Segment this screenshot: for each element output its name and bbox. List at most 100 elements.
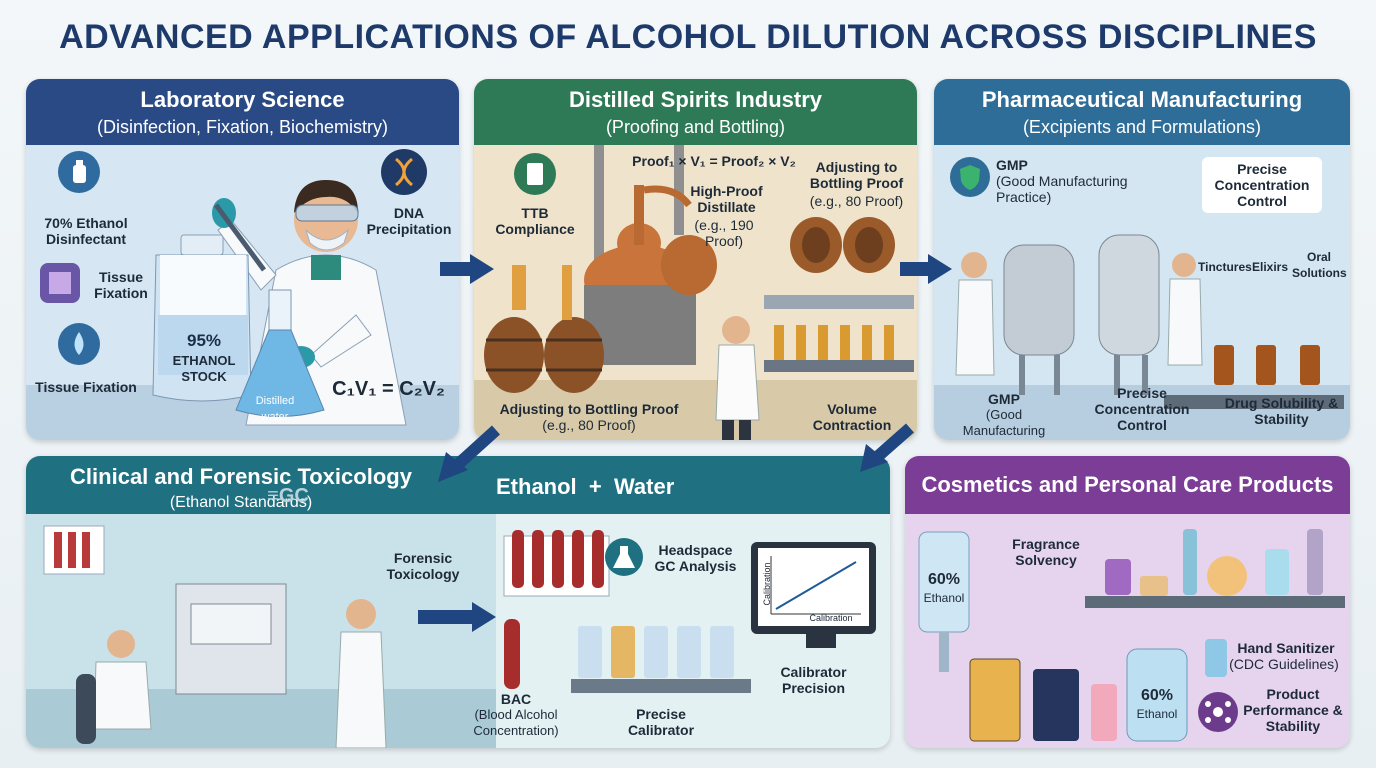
spirits-header: Distilled Spirits Industry (Proofing and… xyxy=(474,79,917,145)
bac-sublabel: (Blood Alcohol Concentration) xyxy=(473,707,559,738)
spirits-scene: TTB Compliance Proof₁ × V₁ = Proof₂ × V₂… xyxy=(474,145,917,440)
sanitizer-bottle-label: Ethanol xyxy=(1136,707,1178,721)
lab-subtitle: (Disinfection, Fixation, Biochemistry) xyxy=(96,117,389,137)
cosmetics-header: Cosmetics and Personal Care Products xyxy=(905,456,1350,514)
calibrator-vials xyxy=(571,626,751,693)
lab-title: Laboratory Science xyxy=(140,87,345,112)
panel-pharmaceutical: Pharmaceutical Manufacturing (Excipients… xyxy=(934,79,1350,440)
adjust-top-label: Adjusting to Bottling Proof xyxy=(809,159,904,191)
headspace-label: Headspace GC Analysis xyxy=(654,542,737,574)
headspace-flask-icon xyxy=(605,538,643,576)
panel-toxicology: Clinical and Forensic Toxicology (Ethano… xyxy=(26,456,890,748)
tissue-fixation-label-1: Tissue Fixation xyxy=(94,269,148,301)
gmp-bottom-label: GMP xyxy=(988,391,1020,407)
pharma-header: Pharmaceutical Manufacturing (Excipients… xyxy=(934,79,1350,145)
sanitizer-sublabel: (CDC Guidelines) xyxy=(1229,656,1339,672)
perfume-bottles xyxy=(969,648,1188,742)
performance-label: Product Performance & Stability xyxy=(1243,686,1343,734)
sanitizer-label: Hand Sanitizer xyxy=(1237,640,1335,656)
lab-scene: 70% Ethanol Disinfectant Tissue Fixation… xyxy=(26,145,459,440)
adjust-bottom-label: Adjusting to Bottling Proof xyxy=(499,401,679,417)
bottle-label-stock: STOCK xyxy=(181,369,227,384)
standing-toxicologist xyxy=(335,599,387,748)
calibration-monitor xyxy=(751,542,876,648)
gmp-top-label: GMP xyxy=(996,157,1028,173)
volume-contraction-label: Volume Contraction xyxy=(812,401,892,433)
adjust-bottom-sublabel: (e.g., 80 Proof) xyxy=(542,417,636,433)
tissue-fixation-label-2: Tissue Fixation xyxy=(35,379,137,395)
disinfectant-spray-icon xyxy=(58,151,100,193)
pharma-scene: GMP (Good Manufacturing Practice) Precis… xyxy=(934,145,1350,440)
panel-laboratory-science: Laboratory Science (Disinfection, Fixati… xyxy=(26,79,459,440)
forensic-label: Forensic Toxicology xyxy=(386,550,460,582)
mixing-tanks xyxy=(1003,234,1160,395)
panel-distilled-spirits: Distilled Spirits Industry (Proofing and… xyxy=(474,79,917,440)
ethanol-water-banner: Ethanol + Water xyxy=(496,474,675,499)
pharma-title: Pharmaceutical Manufacturing xyxy=(981,87,1303,112)
elixirs-label: Elixirs xyxy=(1251,260,1289,274)
calibration-y-axis-label: Calibration xyxy=(762,562,772,606)
spirits-worker xyxy=(715,316,760,440)
precise-bottom-label: Precise Concentration Control xyxy=(1094,385,1190,433)
adjust-top-sublabel: (e.g., 80 Proof) xyxy=(809,193,904,209)
molecule-icon xyxy=(1198,692,1238,732)
tox-illustration xyxy=(26,514,890,748)
dispenser-label: Ethanol xyxy=(923,591,965,605)
bac-label: BAC xyxy=(500,691,532,707)
tinctures-label: Tinctures xyxy=(1198,260,1252,274)
ttb-clipboard-icon xyxy=(514,153,556,195)
ethanol-dispenser-bag xyxy=(918,531,970,672)
dispenser-percent: 60% xyxy=(927,571,961,588)
tissue-fixation-slide-icon xyxy=(40,263,80,303)
gc-logo: ≡GC xyxy=(267,485,309,507)
seated-analyst xyxy=(76,630,152,744)
distilled-water-flask xyxy=(235,289,325,417)
fragrance-label: Fragrance Solvency xyxy=(1012,536,1080,568)
tox-scene: ≡GC Forensic Toxicology Headspace GC Ana… xyxy=(26,486,890,748)
calibrator-precision-label: Calibrator Precision xyxy=(780,664,847,696)
tissue-fixation-drop-icon xyxy=(58,323,100,365)
bac-tube xyxy=(504,619,520,689)
pharma-workers xyxy=(955,252,1203,376)
hand-sanitizer-icon xyxy=(1205,639,1227,677)
barrels-left xyxy=(484,265,604,393)
sanitizer-bottle-percent: 60% xyxy=(1140,687,1174,704)
gmp-top-sublabel: (Good Manufacturing Practice) xyxy=(996,173,1128,205)
tox-header: Clinical and Forensic Toxicology (Ethano… xyxy=(26,456,890,514)
tox-subtitle: (Ethanol Standards) xyxy=(169,494,313,511)
ttb-label: TTB Compliance xyxy=(495,205,575,237)
cosmetics-conveyor xyxy=(1085,529,1345,608)
calibration-x-axis-label: Calibration xyxy=(809,613,853,623)
spirits-subtitle: (Proofing and Bottling) xyxy=(605,117,786,137)
proof-formula: Proof₁ × V₁ = Proof₂ × V₂ xyxy=(632,153,796,169)
drug-solubility-label: Drug Solubility & Stability xyxy=(1224,395,1339,427)
bottle-label-ethanol: ETHANOL xyxy=(172,353,236,368)
lab-formula: C₁V₁ = C₂V₂ xyxy=(332,378,445,400)
ethanol-stock-bottle xyxy=(152,234,252,402)
spirits-illustration xyxy=(474,145,917,440)
cosmetics-scene: 60% Ethanol Fragrance Solvency 60% Ethan… xyxy=(905,514,1350,748)
dna-label: DNA Precipitation xyxy=(366,205,452,237)
high-proof-label: High-Proof Distillate xyxy=(690,183,763,215)
main-title: ADVANCED APPLICATIONS OF ALCOHOL DILUTIO… xyxy=(59,18,1317,56)
gmp-bottom-sublabel: (Good Manufacturing Practice) xyxy=(962,407,1046,440)
cosmetics-title: Cosmetics and Personal Care Products xyxy=(921,472,1334,497)
tox-title: Clinical and Forensic Toxicology xyxy=(70,464,412,489)
spirits-title: Distilled Spirits Industry xyxy=(568,87,823,112)
disinfectant-label: 70% Ethanol Disinfectant xyxy=(44,215,128,247)
high-proof-sublabel: (e.g., 190 Proof) xyxy=(694,217,754,249)
blood-tube-rack xyxy=(503,530,610,597)
bottle-percent: 95% xyxy=(186,331,222,350)
barrels-right xyxy=(790,217,895,273)
gc-instrument xyxy=(175,583,287,695)
precise-top-label: Precise Concentration Control xyxy=(1202,157,1322,213)
lab-illustration xyxy=(26,145,459,440)
precise-calibrator-label: Precise Calibrator xyxy=(627,706,695,738)
gmp-shield-icon xyxy=(950,157,990,197)
bottling-conveyor xyxy=(764,295,914,372)
pharma-conveyor xyxy=(1164,345,1344,409)
cosmetics-illustration xyxy=(905,514,1350,748)
pharma-subtitle: (Excipients and Formulations) xyxy=(1022,117,1262,137)
lab-header: Laboratory Science (Disinfection, Fixati… xyxy=(26,79,459,145)
panel-cosmetics: Cosmetics and Personal Care Products xyxy=(905,456,1350,748)
